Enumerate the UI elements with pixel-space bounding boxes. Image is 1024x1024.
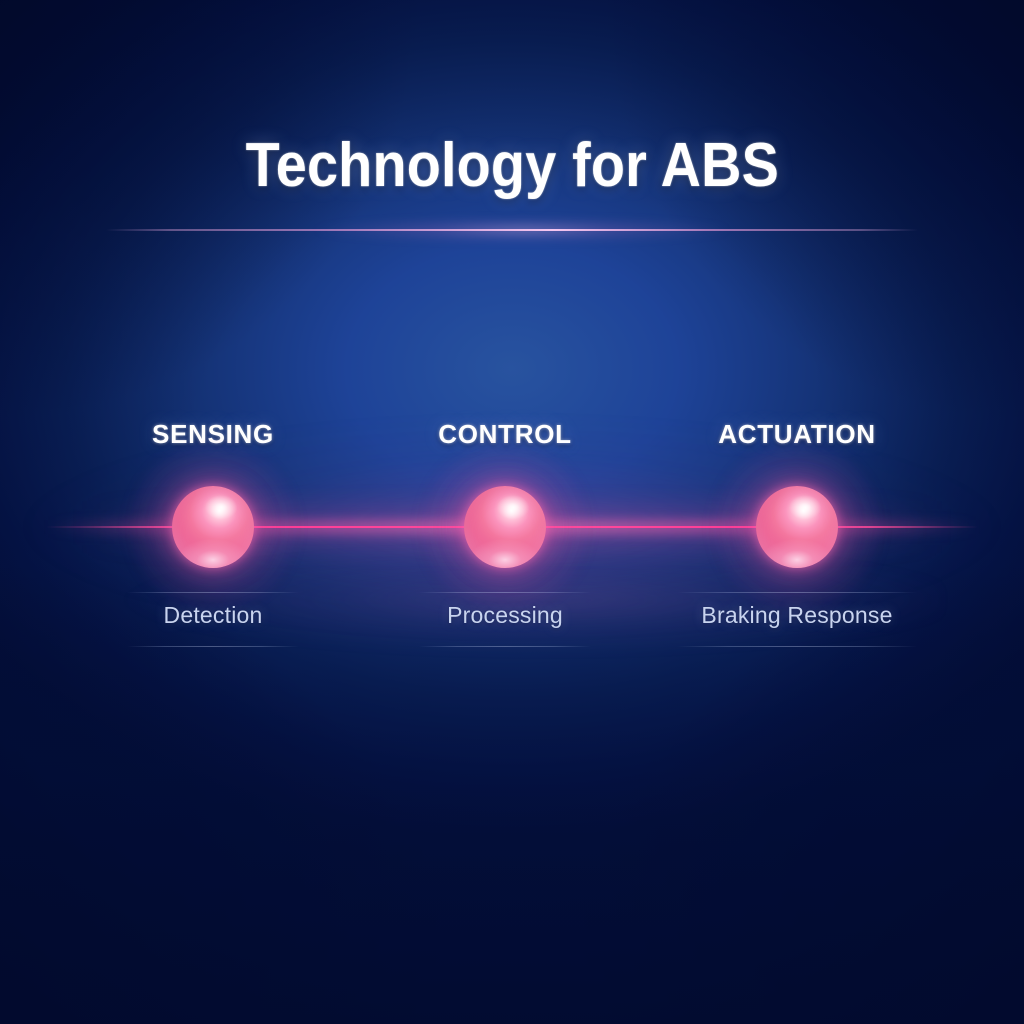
sphere-highlight-icon [172,486,254,568]
caption-divider-bottom-actuation [677,646,917,647]
caption-divider-top-sensing [127,592,299,593]
title-block: Technology for ABS [0,131,1024,200]
caption-divider-bottom-control [419,646,591,647]
stage-heading-sensing: SENSING [152,419,274,449]
caption-divider-bottom-sensing [127,646,299,647]
sphere-highlight-icon [756,486,838,568]
stage-heading-actuation: ACTUATION [718,419,876,449]
caption-divider-top-control [419,592,591,593]
stage-caption-actuation: Braking Response [701,602,893,628]
caption-divider-top-actuation [677,592,917,593]
sphere-highlight-icon [464,486,546,568]
background-bottom-fade [0,552,1024,1024]
page-title: Technology for ABS [245,131,779,200]
stage-caption-control: Processing [447,602,563,628]
title-divider [106,229,918,231]
stage-caption-sensing: Detection [163,602,263,628]
stage-heading-control: CONTROL [438,419,572,449]
